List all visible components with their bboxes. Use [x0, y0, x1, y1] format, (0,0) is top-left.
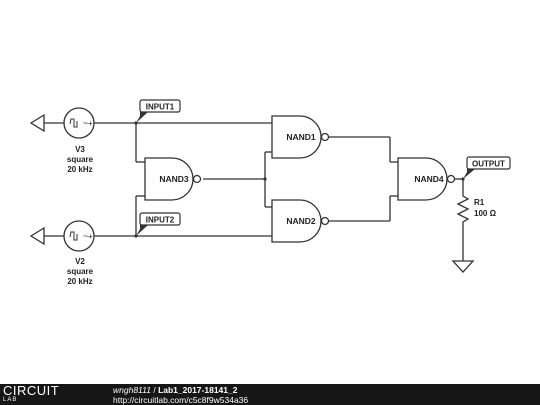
circuitlab-logo[interactable]: CIRCUIT — [3, 383, 60, 398]
source-v3-freq: 20 kHz — [67, 165, 92, 174]
square-wave-icon — [69, 231, 78, 241]
minus-sign: ~ — [83, 231, 88, 241]
nand3-label: NAND3 — [159, 174, 189, 184]
author-link[interactable]: wngh8111 — [113, 385, 151, 395]
resistor-r1-value: 100 Ω — [474, 209, 497, 218]
resistor-r1[interactable] — [456, 192, 470, 226]
source-v2-name: V2 — [75, 257, 85, 266]
svg-text:INPUT2: INPUT2 — [146, 216, 175, 225]
source-v3-name: V3 — [75, 145, 85, 154]
ground-symbol-output[interactable] — [451, 260, 475, 273]
nand1-label: NAND1 — [286, 132, 316, 142]
circuit-url[interactable]: http://circuitlab.com/c5c8f9w534a36 — [113, 395, 249, 405]
nand4-label: NAND4 — [414, 174, 444, 184]
svg-text:OUTPUT: OUTPUT — [472, 160, 505, 169]
net-tag-output[interactable]: OUTPUT — [463, 156, 511, 179]
square-wave-icon — [69, 118, 78, 128]
ground-symbol-v3[interactable] — [29, 113, 45, 133]
nand2-label: NAND2 — [286, 216, 316, 226]
net-tag-input1[interactable]: INPUT1 — [136, 99, 181, 123]
title-separator: / — [150, 385, 159, 395]
footer-bar: CIRCUIT LAB wngh8111 / Lab1_2017-18141_2… — [0, 384, 540, 405]
nand-gate-1[interactable]: NAND1 — [271, 115, 330, 159]
svg-text:INPUT1: INPUT1 — [146, 103, 175, 112]
plus-sign: + — [88, 232, 93, 241]
minus-sign: ~ — [83, 118, 88, 128]
ground-symbol-v2[interactable] — [29, 226, 45, 246]
circuit-title-line: wngh8111 / Lab1_2017-18141_2 — [113, 385, 237, 395]
circuitlab-logo-sub: LAB — [3, 397, 18, 403]
junction-dot — [263, 177, 267, 181]
net-tag-input2[interactable]: INPUT2 — [136, 212, 181, 236]
plus-sign: + — [88, 119, 93, 128]
nand-gate-3[interactable]: NAND3 — [144, 157, 202, 201]
source-v3-wave: square — [67, 155, 94, 164]
resistor-r1-name: R1 — [474, 198, 485, 207]
schematic: ~ + ~ + V3 square 20 kHz V2 square 20 kH… — [29, 99, 511, 286]
source-v2-wave: square — [67, 267, 94, 276]
voltage-source-v3[interactable]: ~ + — [63, 107, 95, 139]
circuit-title[interactable]: Lab1_2017-18141_2 — [158, 385, 238, 395]
nand-gate-4[interactable]: NAND4 — [397, 157, 456, 201]
voltage-source-v2[interactable]: ~ + — [63, 220, 95, 252]
source-v2-freq: 20 kHz — [67, 277, 92, 286]
wires — [44, 122, 464, 261]
nand-gate-2[interactable]: NAND2 — [271, 199, 330, 243]
